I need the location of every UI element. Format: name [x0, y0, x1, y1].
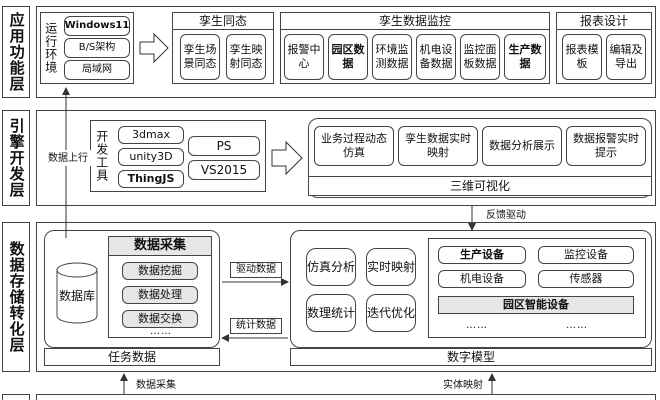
tool-thingjs: ThingJS	[118, 170, 184, 188]
layer-title-app: 应用功能层	[2, 6, 30, 98]
collect-ellipsis: ……	[150, 326, 172, 337]
task-data-bar: 任务数据	[44, 348, 220, 366]
digital-model-bar: 数字模型	[290, 348, 652, 366]
monitor-mech: 机电设备数据	[416, 34, 456, 80]
func-analysis: 数据分析展示	[482, 126, 562, 166]
label-feedback-drive: 反馈驱动	[486, 209, 526, 221]
label-stat-data: 统计数据	[230, 318, 282, 334]
func-realtime-map: 孪生数据实时映射	[398, 126, 478, 166]
collect-processing: 数据处理	[122, 286, 198, 304]
op-simulation: 仿真分析	[306, 248, 356, 286]
runtime-windows: Windows11	[64, 16, 130, 36]
runtime-env-label: 运行环境	[43, 22, 58, 74]
layer-title-storage: 数据存储转化层	[2, 222, 30, 372]
func-simulation: 业务过程动态仿真	[314, 126, 394, 166]
layer-title-engine: 引擎开发层	[2, 110, 30, 206]
bottom-layer-title	[2, 394, 30, 400]
tool-ps: PS	[188, 136, 260, 156]
device-mech: 机电设备	[438, 270, 526, 288]
database-label: 数据库	[58, 289, 95, 304]
devices-ellipsis-right: ……	[566, 320, 588, 331]
bottom-layer-frame	[36, 394, 656, 400]
report-template: 报表模板	[562, 34, 602, 80]
monitor-panel: 监控面板数据	[460, 34, 500, 80]
report-export: 编辑及导出	[606, 34, 646, 80]
device-production: 生产设备	[438, 246, 526, 264]
database-icon	[56, 262, 98, 324]
visualization-bar: 三维可视化	[308, 176, 652, 196]
layer-title-app-text: 应用功能层	[7, 12, 26, 92]
label-entity-map: 实体映射	[443, 379, 483, 391]
tool-unity3d: unity3D	[118, 148, 184, 166]
func-alarm: 数据报警实时提示	[566, 126, 646, 166]
op-realtime-map: 实时映射	[366, 248, 416, 286]
monitor-title: 孪生数据监控	[280, 12, 550, 30]
device-monitor: 监控设备	[538, 246, 634, 264]
arrow-runtime-to-sync	[139, 32, 169, 64]
sync-title: 孪生同态	[172, 12, 274, 30]
sync-scene: 孪生场景同态	[180, 34, 220, 80]
op-optimization: 迭代优化	[366, 294, 416, 332]
label-drive-data: 驱动数据	[230, 262, 282, 278]
label-data-collect: 数据采集	[136, 379, 176, 391]
op-statistics: 数理统计	[306, 294, 356, 332]
dev-tools-label: 开发工具	[94, 130, 109, 182]
collect-exchange: 数据交换	[122, 310, 198, 328]
monitor-production: 生产数据	[504, 34, 546, 80]
sync-mapping: 孪生映射同态	[226, 34, 266, 80]
park-smart-device: 园区智能设备	[438, 296, 634, 314]
monitor-park: 园区数据	[328, 34, 368, 80]
report-title: 报表设计	[556, 12, 652, 30]
layer-title-storage-text: 数据存储转化层	[7, 241, 26, 353]
collect-title: 数据采集	[108, 236, 212, 256]
device-sensor: 传感器	[538, 270, 634, 288]
label-data-uplink: 数据上行	[40, 150, 96, 166]
monitor-alarm: 报警中心	[284, 34, 324, 80]
arrow-tools-to-functions	[271, 140, 303, 176]
runtime-bs: B/S架构	[64, 38, 130, 58]
monitor-env: 环境监测数据	[372, 34, 412, 80]
devices-ellipsis-left: ……	[466, 320, 488, 331]
layer-title-engine-text: 引擎开发层	[7, 118, 26, 198]
tool-3dmax: 3dmax	[118, 126, 184, 144]
tool-vs2015: VS2015	[188, 160, 260, 180]
runtime-lan: 局域网	[64, 60, 130, 80]
collect-mining: 数据挖掘	[122, 262, 198, 280]
